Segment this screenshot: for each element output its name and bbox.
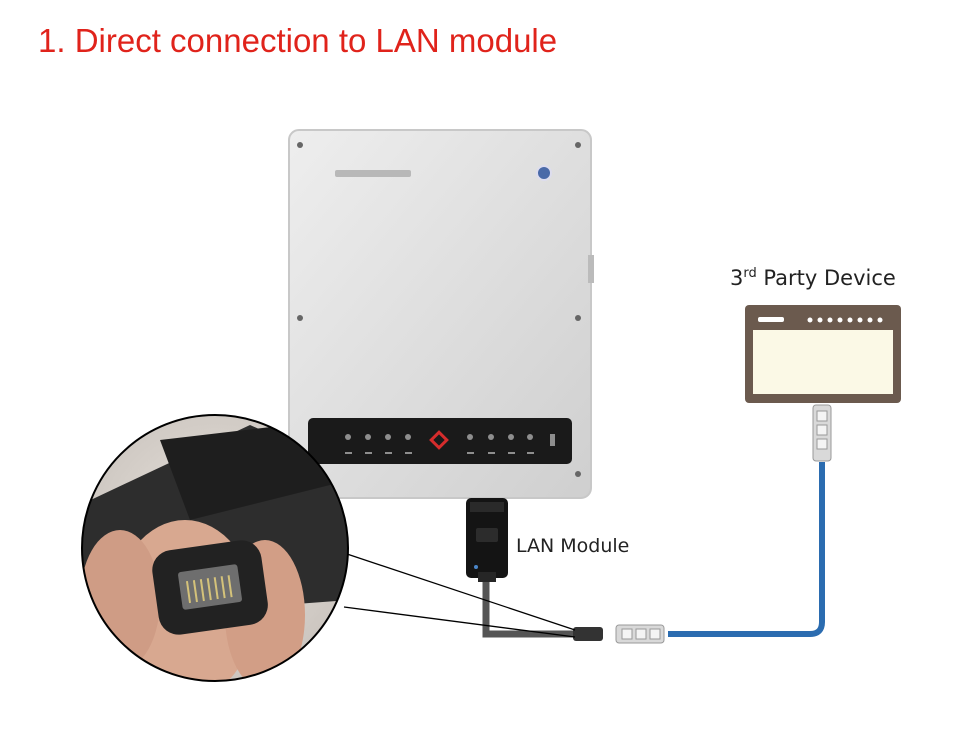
rj45-connector-icon xyxy=(615,624,665,644)
device-label-prefix: 3 xyxy=(730,266,744,290)
third-party-device-icon xyxy=(745,305,901,403)
inverter-icon xyxy=(288,129,594,499)
device-label-suffix: Party Device xyxy=(756,266,896,290)
zoom-lines xyxy=(343,552,576,638)
lan-module-label: LAN Module xyxy=(516,535,630,557)
page-title: 1. Direct connection to LAN module xyxy=(38,22,558,59)
device-label-superscript: rd xyxy=(743,266,757,281)
third-party-device-label: 3rd Party Device xyxy=(730,266,896,290)
ethernet-cable xyxy=(668,462,825,637)
lan-module-cable xyxy=(482,578,603,641)
rj45-connector-icon xyxy=(812,404,832,462)
lan-module-icon xyxy=(466,498,508,582)
zoom-inset-photo xyxy=(81,414,349,682)
